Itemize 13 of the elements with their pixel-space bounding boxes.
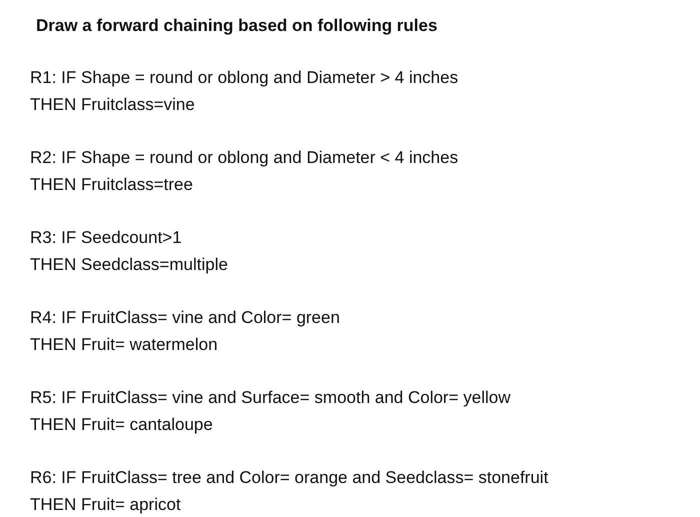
rule-text: THEN Fruitclass=tree [30, 175, 193, 196]
rule-text: R4: IF FruitClass= vine and Color= green [30, 308, 340, 328]
rule-text: R2: IF Shape = round or oblong and Diameter < 4 inches [30, 148, 458, 168]
rule-text: THEN Fruit= cantaloupe [30, 415, 213, 436]
rule-text: THEN Fruitclass=vine [30, 95, 195, 116]
rule-text: THEN Seedclass=multiple [30, 255, 228, 276]
rule-text: THEN Fruit= apricot [30, 495, 181, 516]
rule-text: THEN Fruit= watermelon [30, 335, 218, 356]
title: Draw a forward chaining based on following rules [36, 16, 438, 36]
rule-text: R6: IF FruitClass= tree and Color= orange and Seedclass= stonefruit [30, 468, 548, 488]
rule-text: R5: IF FruitClass= vine and Surface= smooth and Color= yellow [30, 388, 510, 408]
rule-text: R3: IF Seedcount>1 [30, 228, 182, 248]
rule-text: R1: IF Shape = round or oblong and Diameter > 4 inches [30, 68, 458, 88]
